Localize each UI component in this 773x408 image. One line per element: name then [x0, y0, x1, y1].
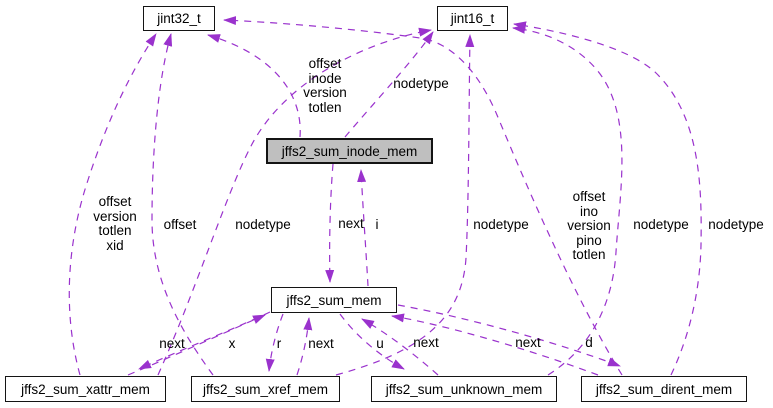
edge-dirent-to-jint32 — [223, 16, 623, 376]
edge-summem-i-to-inode — [357, 169, 369, 287]
edge-xref-to-jint16 — [335, 34, 475, 376]
node-jffs2_sum_unknown_mem[interactable]: jffs2_sum_unknown_mem — [371, 376, 557, 402]
edge-summem-x-to-xattr — [138, 311, 271, 370]
edge-inode-next-to-summem — [325, 163, 335, 283]
edge-dirent-next-to-summem — [391, 313, 599, 376]
edge-dirent-to-jint16 — [513, 21, 702, 376]
node-jffs2_sum_xref_mem[interactable]: jffs2_sum_xref_mem — [191, 376, 340, 402]
edge-xref-next-to-summem — [296, 317, 313, 376]
node-jint32_t[interactable]: jint32_t — [143, 6, 215, 31]
edge-summem-r-to-xref — [265, 313, 284, 372]
edge-inode-to-jint16 — [344, 31, 434, 138]
edge-unknown-to-jint16 — [512, 24, 623, 376]
edge-xattr-to-jint16 — [157, 27, 432, 376]
node-jint16_t[interactable]: jint16_t — [437, 6, 508, 31]
node-jffs2_sum_xattr_mem[interactable]: jffs2_sum_xattr_mem — [5, 376, 166, 402]
edge-inode-to-jint32 — [207, 34, 301, 138]
edge-summem-u-to-unknown — [339, 313, 405, 370]
node-jffs2_sum_mem[interactable]: jffs2_sum_mem — [271, 287, 397, 313]
node-jffs2_sum_dirent_mem[interactable]: jffs2_sum_dirent_mem — [581, 376, 747, 402]
edge-xattr-to-jint32 — [68, 33, 157, 376]
edge-summem-d-to-dirent — [397, 304, 621, 367]
node-jffs2_sum_inode_mem[interactable]: jffs2_sum_inode_mem — [266, 138, 433, 164]
edge-xref-to-jint32 — [151, 33, 214, 376]
